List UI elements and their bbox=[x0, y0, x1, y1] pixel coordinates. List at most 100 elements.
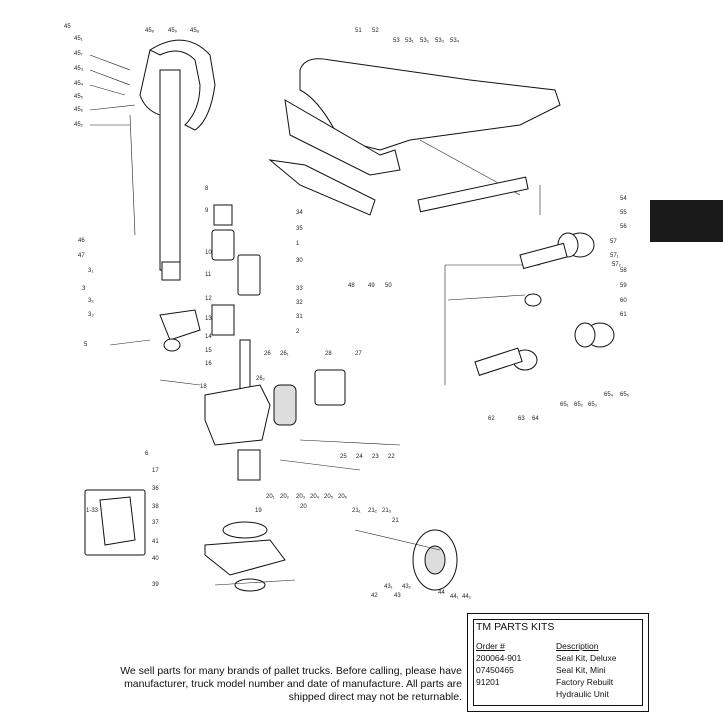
part-labels: 45 45₁ 45₇ 45₃ 45₄ 45₅ 45₆ 45₂ 45₈ 45₉ 4… bbox=[64, 24, 630, 600]
part-label: 17 bbox=[152, 468, 159, 474]
part-label: 48 bbox=[348, 283, 355, 289]
part-label: 8 bbox=[205, 186, 209, 192]
part-label: 37 bbox=[152, 520, 159, 526]
part-label: 26 bbox=[264, 351, 271, 357]
part-label: 46 bbox=[78, 238, 85, 244]
part-label: 28 bbox=[325, 351, 332, 357]
part-label: 30 bbox=[296, 258, 303, 264]
part-label: 60 bbox=[620, 298, 627, 304]
part-label: 49 bbox=[368, 283, 375, 289]
part-label: 6 bbox=[145, 451, 149, 457]
part-label: 34 bbox=[296, 210, 303, 216]
part-label: 3 bbox=[82, 286, 86, 292]
kit-order-number: 07450465 bbox=[476, 665, 514, 675]
description-header: Description bbox=[556, 641, 599, 651]
part-label: 47 bbox=[78, 253, 85, 259]
part-label: 20₁ bbox=[266, 494, 275, 500]
parts-kits-title: TM PARTS KITS bbox=[476, 621, 555, 633]
disclaimer-text: We sell parts for many brands of pallet … bbox=[60, 665, 462, 704]
part-label: 59 bbox=[620, 283, 627, 289]
part-label: 21₃ bbox=[382, 508, 392, 514]
part-label: 9 bbox=[205, 208, 209, 214]
part-label: 27 bbox=[355, 351, 362, 357]
part-label: 12 bbox=[205, 296, 212, 302]
part-label: 53 bbox=[393, 38, 400, 44]
part-label: 45 bbox=[64, 24, 71, 30]
part-label: 64 bbox=[532, 416, 539, 422]
part-label: 14 bbox=[205, 334, 212, 340]
part-label: 45₂ bbox=[74, 122, 84, 128]
part-label: 41 bbox=[152, 539, 159, 545]
hydraulic-pump-assembly bbox=[109, 204, 346, 481]
part-label: 11 bbox=[205, 272, 212, 278]
part-label: 25 bbox=[340, 454, 347, 460]
part-label: 54 bbox=[620, 196, 627, 202]
handle-assembly bbox=[89, 39, 216, 281]
part-label: 45₇ bbox=[74, 51, 83, 57]
part-label: 57₂ bbox=[612, 262, 622, 268]
part-label: 45₅ bbox=[74, 94, 84, 100]
fork-frame bbox=[268, 58, 561, 385]
kit-order-number: 200064-901 bbox=[476, 653, 522, 663]
part-label: 2 bbox=[296, 329, 300, 335]
part-label: 1 bbox=[296, 241, 300, 247]
parts-kits-frame bbox=[473, 619, 643, 706]
part-label: 53₁ bbox=[405, 38, 414, 44]
part-label: 5 bbox=[84, 342, 88, 348]
part-label: 32 bbox=[296, 300, 303, 306]
part-label: 20 bbox=[300, 504, 307, 510]
disclaimer-line: We sell parts for many brands of pallet … bbox=[120, 665, 462, 677]
part-label: 51 bbox=[355, 28, 362, 34]
part-label: 21₂ bbox=[368, 508, 378, 514]
section-tab-marker bbox=[650, 200, 723, 242]
part-label: 43 bbox=[394, 593, 401, 599]
part-label: 45₁ bbox=[74, 36, 83, 42]
part-label: 26₂ bbox=[256, 376, 266, 382]
part-label: 56 bbox=[620, 224, 627, 230]
part-label: 45₄ bbox=[74, 81, 84, 87]
part-label: 65₂ bbox=[574, 402, 584, 408]
part-label: 3₂ bbox=[88, 298, 94, 304]
part-label: 58 bbox=[620, 268, 627, 274]
part-label: 65₄ bbox=[604, 392, 614, 398]
kit-description: Seal Kit, Deluxe bbox=[556, 653, 617, 663]
part-label: 20₂ bbox=[280, 494, 290, 500]
part-label: 40 bbox=[152, 556, 159, 562]
part-label: 18 bbox=[200, 384, 207, 390]
part-label: 20₃ bbox=[296, 494, 306, 500]
part-label: 13 bbox=[205, 316, 212, 322]
base-assembly bbox=[84, 489, 296, 592]
part-label: 35 bbox=[296, 226, 303, 232]
parts-kits-table: TM PARTS KITS Order # Description 200064… bbox=[467, 613, 649, 712]
part-label: 3₃ bbox=[88, 312, 94, 318]
part-label: 65₁ bbox=[560, 402, 569, 408]
kit-order-number: 91201 bbox=[476, 677, 500, 687]
part-label: 21₁ bbox=[352, 508, 361, 514]
part-label: 22 bbox=[388, 454, 395, 460]
part-label: 44₂ bbox=[462, 594, 472, 600]
part-label: 50 bbox=[385, 283, 392, 289]
part-label: 53₃ bbox=[435, 38, 445, 44]
kit-description: Hydraulic Unit bbox=[556, 689, 609, 699]
order-number-header: Order # bbox=[476, 641, 505, 651]
part-label: 65₃ bbox=[588, 402, 598, 408]
part-label: 42 bbox=[371, 593, 378, 599]
part-label: 15 bbox=[205, 348, 212, 354]
part-label: 44₁ bbox=[450, 594, 459, 600]
part-label: 10 bbox=[205, 250, 212, 256]
part-label: 53₄ bbox=[450, 38, 460, 44]
part-label: 61 bbox=[620, 312, 627, 318]
part-label: 45₉ bbox=[168, 28, 178, 34]
part-label: 21 bbox=[392, 518, 399, 524]
part-label: 65₅ bbox=[620, 392, 630, 398]
disclaimer-line: shipped direct may not be returnable. bbox=[288, 691, 462, 703]
part-label: 62 bbox=[488, 416, 495, 422]
part-label: 45₃ bbox=[74, 66, 84, 72]
part-label: 44 bbox=[438, 590, 445, 596]
part-label: 43₂ bbox=[402, 584, 412, 590]
part-label: 63 bbox=[518, 416, 525, 422]
part-label: 36 bbox=[152, 486, 159, 492]
part-label: 16 bbox=[205, 361, 212, 367]
part-label: 31 bbox=[296, 314, 303, 320]
